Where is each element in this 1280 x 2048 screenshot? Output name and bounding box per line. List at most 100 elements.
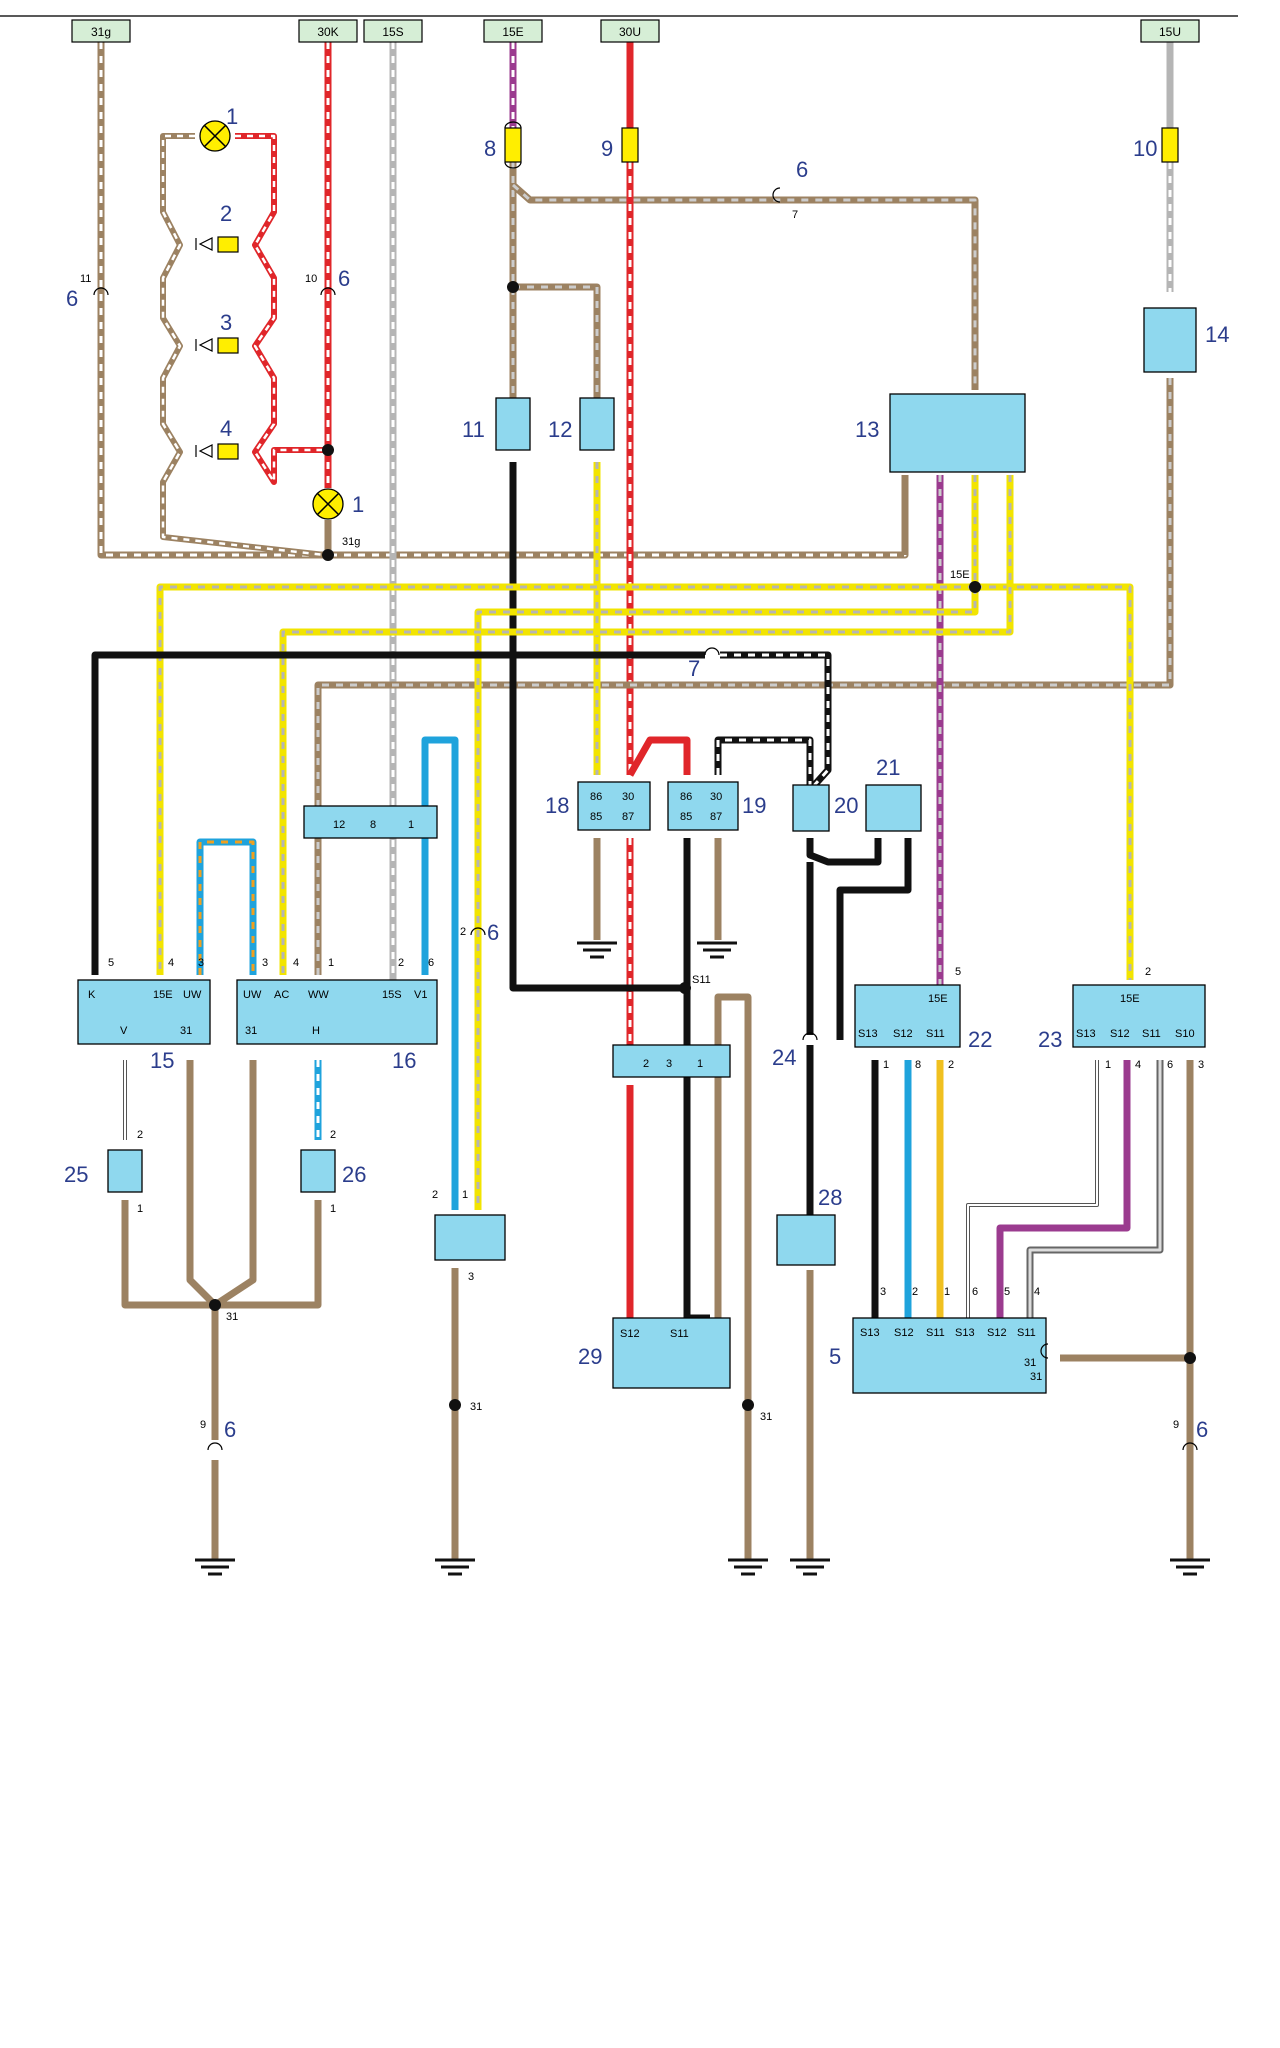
- c16-pin4: 4: [293, 957, 299, 969]
- c23-S10: S10: [1175, 1028, 1195, 1040]
- r19-87: 87: [710, 811, 722, 823]
- num-28: 28: [818, 1185, 842, 1210]
- component-29: S12 S11: [612, 1317, 731, 1389]
- c22-pin1: 1: [883, 1059, 889, 1071]
- num-16: 16: [392, 1048, 416, 1073]
- ground-left: [195, 1558, 235, 1576]
- junction-dot: [742, 1399, 754, 1411]
- c29-S11: S11: [670, 1328, 689, 1340]
- num-13: 13: [855, 417, 879, 442]
- bus-15S-label: 15S: [382, 25, 403, 39]
- component-12: [579, 397, 615, 451]
- junction-dot: [322, 444, 334, 456]
- r19-30: 30: [710, 791, 722, 803]
- junction-dot: [209, 1299, 221, 1311]
- num-6-left-ground: 6: [224, 1417, 236, 1442]
- c15-pin5: 5: [108, 957, 114, 969]
- wire-relay19-red: [626, 736, 691, 777]
- bus-15U-label: 15U: [1159, 25, 1181, 39]
- c5-S12a: S12: [894, 1327, 914, 1339]
- num-6-top: 6: [796, 157, 808, 182]
- component-27: [434, 1214, 506, 1261]
- c23-S12: S12: [1110, 1028, 1130, 1040]
- c27-pin2b: 2: [432, 1189, 438, 1201]
- pin-S11: S11: [692, 974, 711, 986]
- relay-18: 86 30 85 87: [577, 781, 651, 831]
- bus-15E-label: 15E: [502, 25, 523, 39]
- num-18: 18: [545, 793, 569, 818]
- r19-86: 86: [680, 791, 692, 803]
- r19-85: 85: [680, 811, 692, 823]
- wire-15U-gray-white: [314, 42, 1174, 975]
- pin-15E: 15E: [950, 569, 970, 581]
- wire-29-brown: [714, 993, 752, 1560]
- fuse-9: [621, 127, 639, 163]
- wire-31g-brown-white: [97, 42, 909, 559]
- pin-labels: 11 10 7 31g 15E S11 5 4 3 3 4 1 2 6 2 1 …: [80, 209, 1204, 1431]
- c5-S13a: S13: [860, 1327, 880, 1339]
- c23-pin2: 2: [1145, 966, 1151, 978]
- c5-pin1: 1: [944, 1286, 950, 1298]
- c15-K: K: [88, 989, 96, 1001]
- lamp-bottom: [312, 488, 344, 520]
- wire-UW-blue-orange: [196, 838, 257, 975]
- pin-10: 10: [305, 273, 317, 285]
- c22-S12: S12: [893, 1028, 913, 1040]
- c5-S11b: S11: [1017, 1327, 1036, 1339]
- num-24: 24: [772, 1045, 796, 1070]
- component-23: 15E S13 S12 S11 S10: [1072, 984, 1206, 1048]
- wire-23-gray: [1026, 1060, 1164, 1318]
- c16-V1: V1: [414, 989, 427, 1001]
- c22-pin8: 8: [915, 1059, 921, 1071]
- ground-18-wire: [593, 838, 722, 940]
- c25-pin2: 2: [137, 1129, 143, 1141]
- pin-31g: 31g: [342, 536, 360, 548]
- component-numbers: 1 1 2 3 4 6 6 6 6 6 6 8 9 10 11 12 13 14…: [64, 104, 1229, 1442]
- c23-pin1: 1: [1105, 1059, 1111, 1071]
- num-1-top: 1: [226, 104, 238, 129]
- bus-15E: 15E: [483, 19, 543, 43]
- c5-pin5: 5: [1004, 1286, 1010, 1298]
- r18-85: 85: [590, 811, 602, 823]
- c23-S13: S13: [1076, 1028, 1096, 1040]
- num-6-27: 6: [487, 920, 499, 945]
- num-19: 19: [742, 793, 766, 818]
- num-7: 7: [688, 656, 700, 681]
- c15-31: 31: [180, 1025, 192, 1037]
- ground-29: [728, 1558, 768, 1576]
- c26-pin2: 2: [330, 1129, 336, 1141]
- wire-23-purple: [996, 1060, 1131, 1318]
- cb-12: 12: [333, 819, 345, 831]
- wire-lamp-bank-brown-white: [160, 133, 326, 558]
- num-22: 22: [968, 1027, 992, 1052]
- c29-pin1: 1: [697, 1058, 703, 1070]
- num-4: 4: [220, 416, 232, 441]
- num-26: 26: [342, 1162, 366, 1187]
- c23-pin4: 4: [1135, 1059, 1141, 1071]
- component-15: K 15E UW V 31: [77, 979, 211, 1045]
- c26-pin1: 1: [330, 1203, 336, 1215]
- r18-30: 30: [622, 791, 634, 803]
- junction-dot: [679, 982, 691, 994]
- diode-3: [195, 337, 239, 354]
- c22-S13: S13: [858, 1028, 878, 1040]
- ground-19: [697, 941, 737, 959]
- c5-pin4: 4: [1034, 1286, 1040, 1298]
- wire-relay19-black: [714, 736, 814, 790]
- fuse-10: [1161, 127, 1179, 163]
- component-22: 15E S13 S12 S11: [854, 984, 961, 1048]
- junction-dot: [449, 1399, 461, 1411]
- lamp-top: [199, 120, 231, 152]
- c16-WW: WW: [308, 989, 329, 1001]
- wire-fuse8-brown-gray: [509, 162, 979, 398]
- component-5: S13 S12 S11 S13 S12 S11 31: [852, 1317, 1047, 1394]
- num-2: 2: [220, 201, 232, 226]
- cb-8: 8: [370, 819, 376, 831]
- num-29: 29: [578, 1344, 602, 1369]
- c29-S12: S12: [620, 1328, 640, 1340]
- pin-31-left: 31: [226, 1311, 238, 1323]
- bus-30U-label: 30U: [619, 25, 641, 39]
- ground-symbols: [195, 941, 1210, 1576]
- ground-5: [1170, 1558, 1210, 1576]
